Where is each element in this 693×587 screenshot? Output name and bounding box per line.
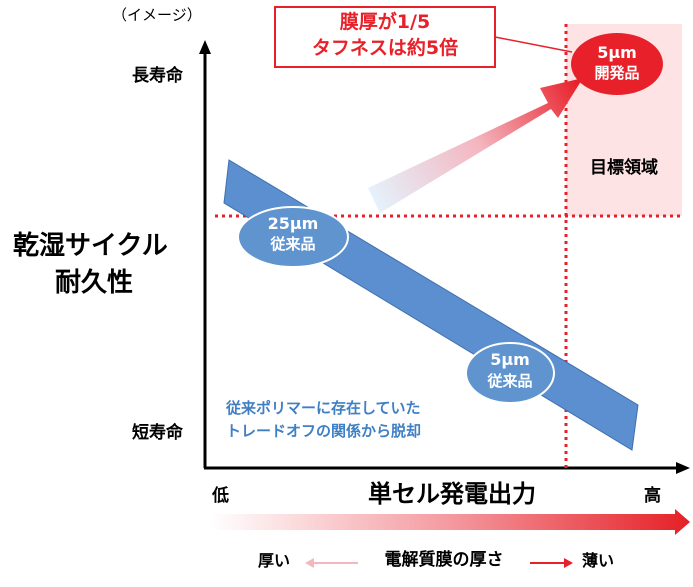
x-axis-right-label: 高 — [644, 486, 661, 506]
tradeoff-note-line1: 従来ポリマーに存在していた — [226, 399, 421, 417]
conventional-5um-label: 従来品 — [487, 372, 533, 390]
target-region-label: 目標領域 — [590, 158, 658, 178]
y-axis-arrowhead — [199, 40, 211, 54]
new-product-ellipse — [571, 33, 663, 95]
thickness-thick-label: 厚い — [258, 551, 291, 570]
callout-line2: タフネスは約5倍 — [311, 37, 459, 59]
y-axis-title-line2: 耐久性 — [55, 268, 134, 298]
thin-direction-arrowhead — [564, 558, 573, 568]
tradeoff-note-line2: トレードオフの関係から脱却 — [226, 422, 422, 440]
x-axis-title: 単セル発電出力 — [368, 480, 536, 508]
thickness-thin-label: 薄い — [582, 551, 615, 570]
callout-leader-line — [494, 36, 573, 53]
conventional-25um-label: 従来品 — [270, 235, 316, 253]
conventional-25um-thickness: 25μm — [267, 214, 319, 233]
y-axis-title-line1: 乾湿サイクル — [13, 231, 168, 261]
new-product-thickness: 5μm — [597, 43, 637, 62]
thickness-axis-title: 電解質膜の厚さ — [384, 550, 504, 570]
conventional-25um-ellipse — [237, 206, 349, 268]
y-axis-bottom-label: 短寿命 — [132, 423, 183, 443]
conventional-5um-ellipse — [465, 342, 555, 404]
x-axis-left-label: 低 — [212, 486, 229, 506]
x-axis-arrowhead — [676, 462, 690, 474]
callout-line1: 膜厚が1/5 — [339, 11, 431, 33]
improvement-arrow — [368, 78, 583, 213]
thick-direction-arrowhead — [305, 558, 314, 568]
conventional-5um-thickness: 5μm — [490, 350, 530, 369]
image-caption: （イメージ） — [112, 6, 202, 24]
y-axis-top-label: 長寿命 — [132, 66, 183, 86]
new-product-label: 開発品 — [594, 64, 640, 82]
thickness-gradient-arrow — [210, 509, 690, 535]
